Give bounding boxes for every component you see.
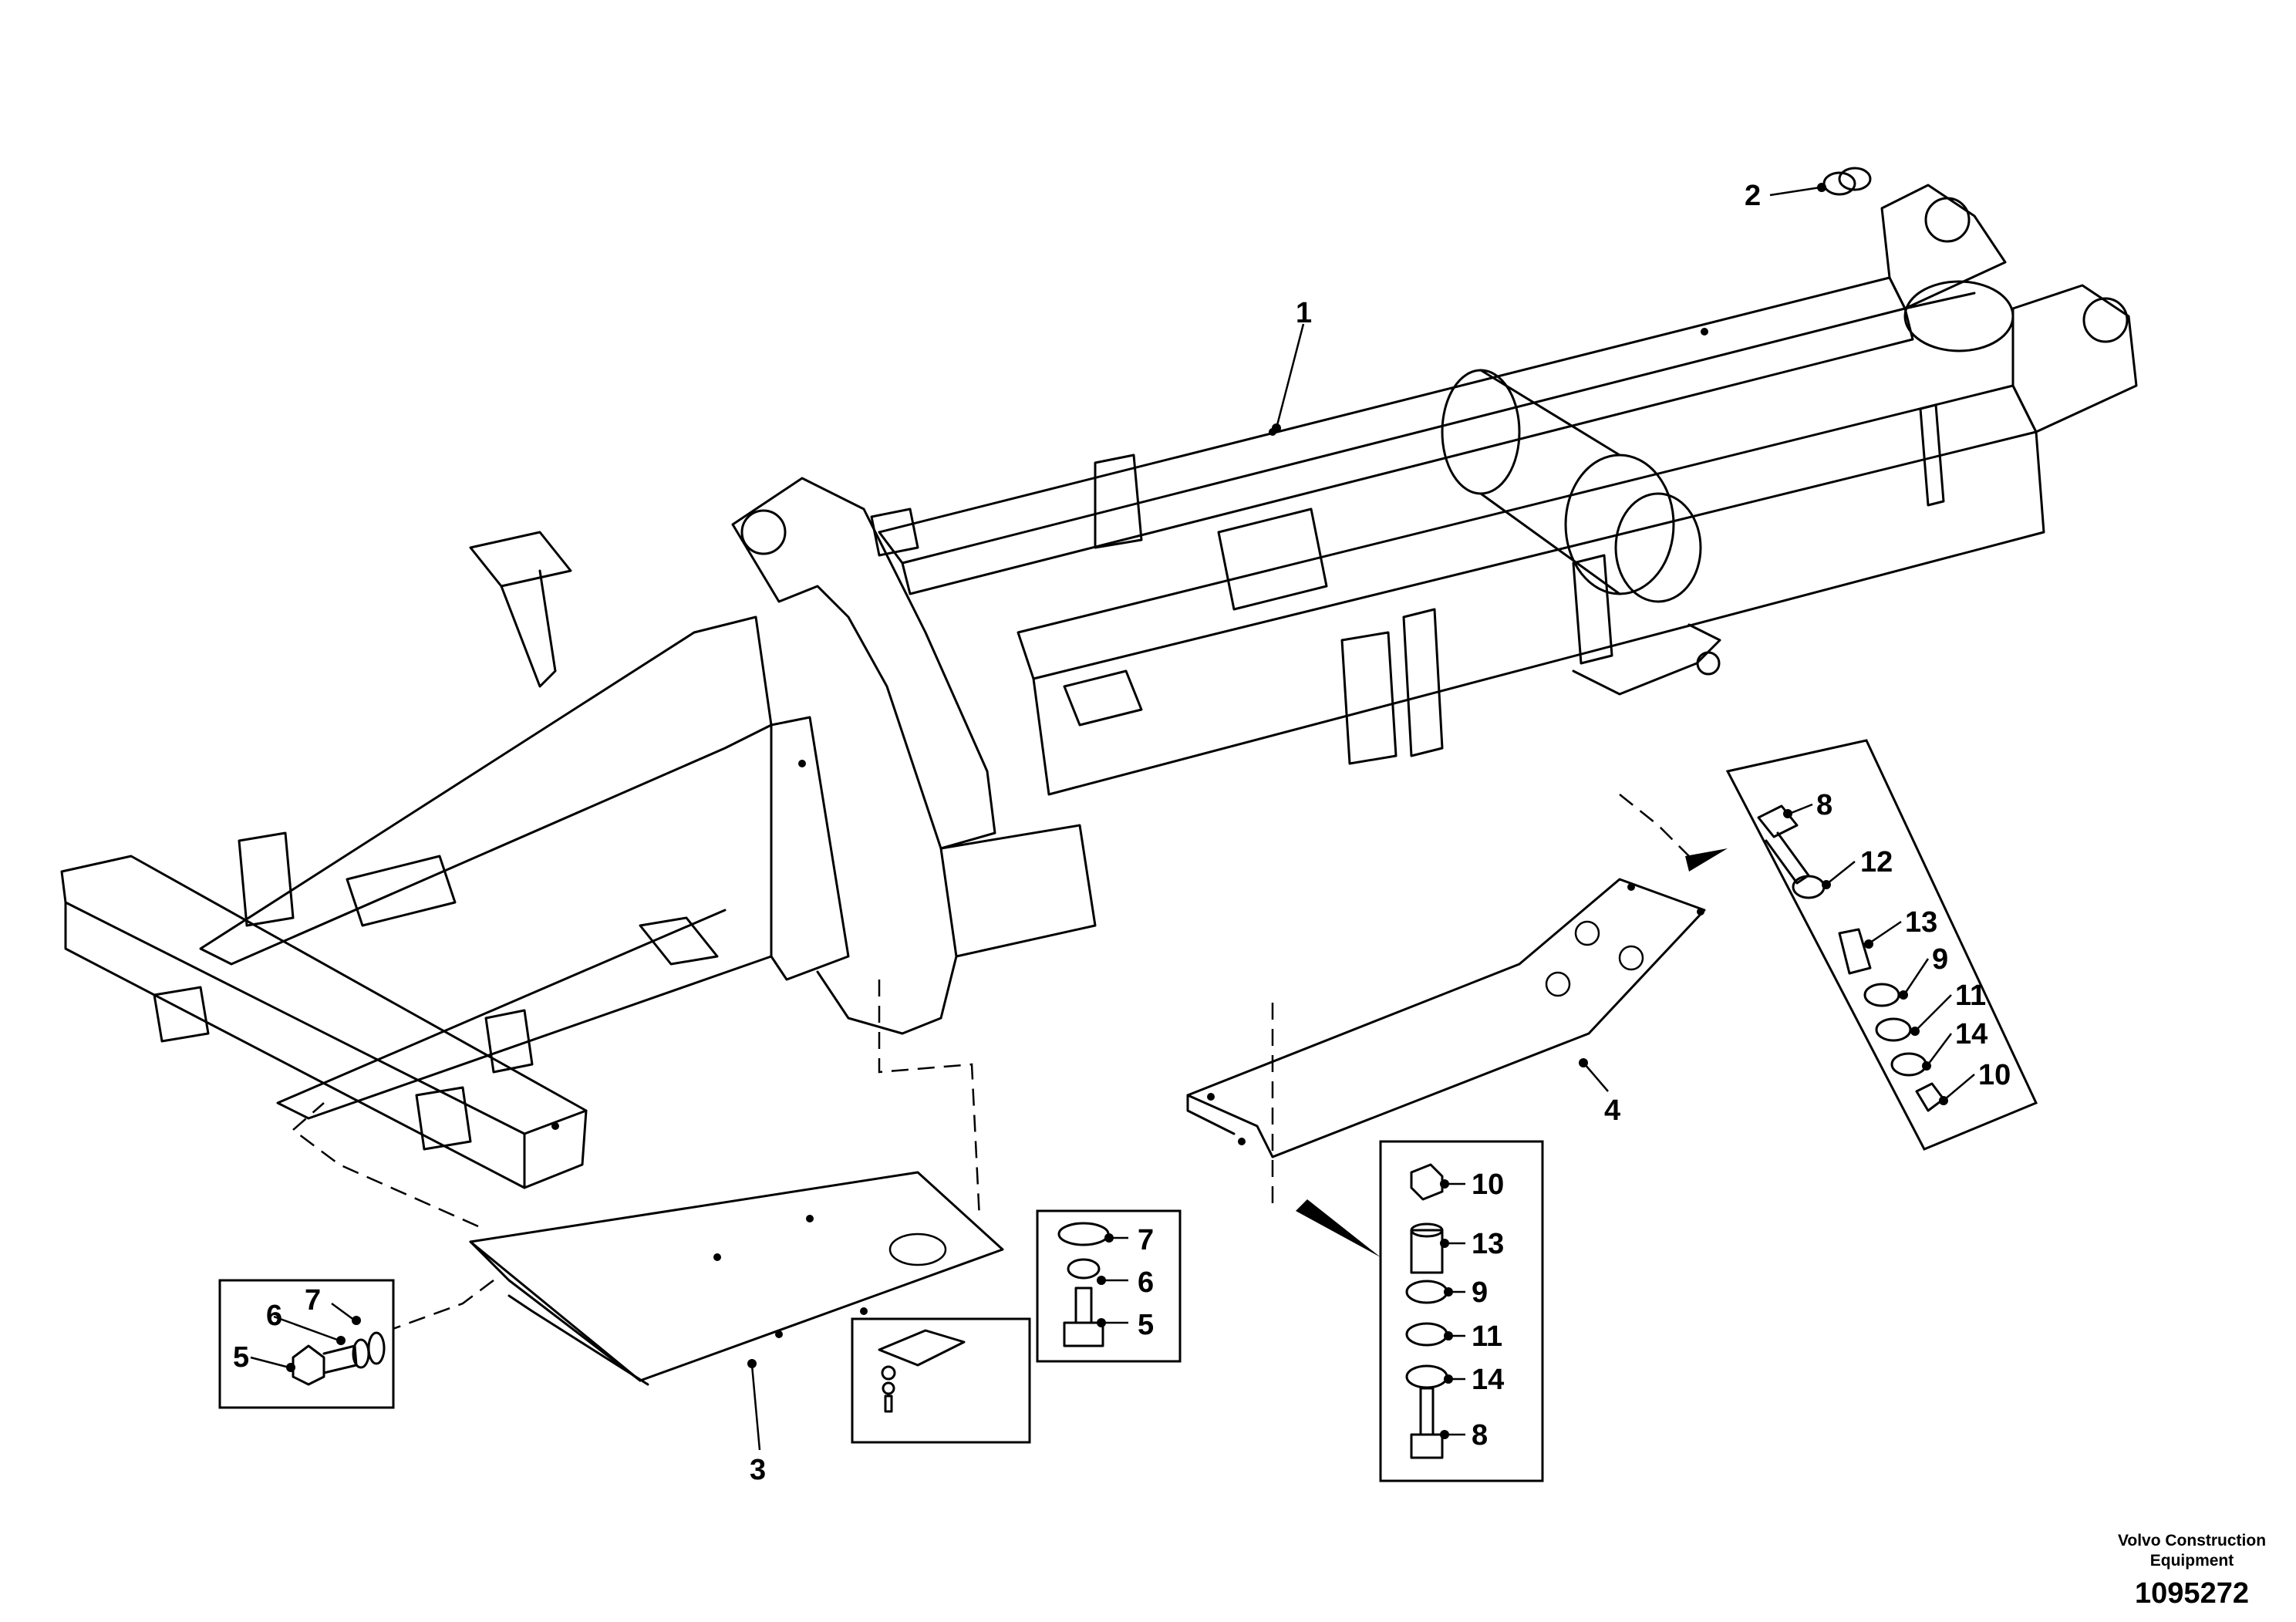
callout-8-box-d: 8 bbox=[1472, 1419, 1488, 1452]
callout-5-box-c: 5 bbox=[1138, 1309, 1154, 1341]
callout-6-box-c: 6 bbox=[1138, 1266, 1154, 1299]
document-number: 1095272 bbox=[2135, 1577, 2249, 1610]
detail-box-rotated-stack bbox=[1685, 739, 2038, 1151]
dashed-leaders bbox=[292, 794, 1690, 1336]
callout-9-box-d: 9 bbox=[1472, 1276, 1488, 1309]
callout-11-box-d: 11 bbox=[1472, 1320, 1502, 1353]
detail-box-front-bolts bbox=[218, 1279, 395, 1409]
skid-plate bbox=[1186, 878, 1706, 1158]
callout-10-box-e: 10 bbox=[1978, 1059, 2011, 1091]
callout-3: 3 bbox=[750, 1454, 766, 1486]
brand-line-2: Equipment bbox=[2150, 1552, 2234, 1570]
callout-12-box-e: 12 bbox=[1860, 846, 1893, 878]
rear-plug bbox=[1822, 167, 1872, 196]
detail-box-mount-stack bbox=[1296, 1140, 1544, 1482]
callout-13-box-e: 13 bbox=[1905, 906, 1937, 939]
main-frame bbox=[60, 184, 2138, 1189]
callout-14-box-e: 14 bbox=[1955, 1018, 1988, 1050]
callout-1: 1 bbox=[1296, 297, 1312, 329]
callout-5-box-a: 5 bbox=[233, 1341, 249, 1374]
callout-2: 2 bbox=[1745, 180, 1761, 212]
callout-4: 4 bbox=[1604, 1094, 1620, 1127]
brand-line-1: Volvo Construction bbox=[2118, 1532, 2266, 1549]
callout-leaders bbox=[250, 183, 1975, 1451]
callout-9-box-e: 9 bbox=[1932, 943, 1948, 976]
callout-14-box-d: 14 bbox=[1472, 1364, 1504, 1396]
callout-labels: 1 2 3 4 6 7 5 7 6 5 10 13 9 11 14 8 8 12… bbox=[233, 180, 2011, 1486]
callout-8-box-e: 8 bbox=[1816, 789, 1832, 821]
callout-11-box-e: 11 bbox=[1955, 980, 1986, 1012]
callout-6-box-a: 6 bbox=[266, 1300, 282, 1332]
callout-7-box-c: 7 bbox=[1138, 1224, 1154, 1256]
detail-box-cover-plate bbox=[851, 1317, 1031, 1444]
callout-13-box-d: 13 bbox=[1472, 1228, 1504, 1260]
bottom-plate bbox=[469, 1171, 1004, 1386]
callout-10-box-d: 10 bbox=[1472, 1168, 1504, 1201]
callout-7-box-a: 7 bbox=[305, 1284, 321, 1317]
footer: Volvo Construction Equipment 1095272 bbox=[2118, 1532, 2266, 1610]
